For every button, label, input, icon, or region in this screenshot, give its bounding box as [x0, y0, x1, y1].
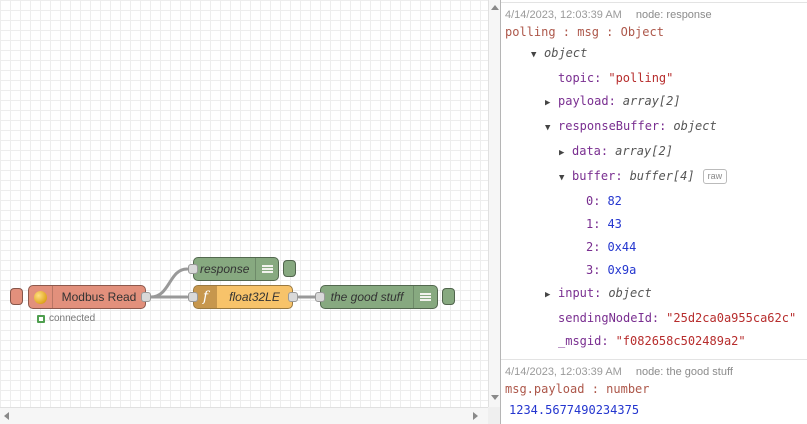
input-port[interactable]: [188, 292, 198, 302]
debug-sidebar[interactable]: 4/14/2023, 12:03:39 AM node: response pol…: [500, 0, 807, 424]
debug-message: 4/14/2023, 12:03:39 AM node: response pol…: [501, 2, 807, 360]
expand-caret[interactable]: ▶: [545, 98, 551, 108]
value-number: 1234.5677490234375: [509, 403, 640, 417]
debug-list-icon: [414, 286, 437, 308]
node-label: response: [200, 262, 250, 276]
output-port[interactable]: [141, 292, 151, 302]
horizontal-scrollbar[interactable]: [0, 407, 488, 424]
node-label: the good stuff: [330, 290, 404, 304]
node-button[interactable]: [10, 288, 23, 305]
debug-tree-row: topic: "polling": [505, 67, 803, 90]
debug-source-node: node: response: [635, 9, 712, 21]
input-port[interactable]: [315, 292, 325, 302]
value-type: array[2]: [622, 94, 681, 108]
status-text: connected: [49, 313, 96, 324]
node-debug-response[interactable]: response: [188, 257, 296, 281]
expand-caret[interactable]: ▼: [545, 123, 551, 133]
value-string: "polling": [608, 71, 674, 85]
scroll-down-icon[interactable]: [491, 395, 499, 400]
object-key: buffer:: [572, 169, 623, 183]
status-dot-icon: [37, 314, 45, 323]
debug-tree-row: ▼ buffer: buffer[4] raw: [505, 165, 803, 190]
value-type: object: [673, 119, 717, 133]
vertical-scrollbar[interactable]: [488, 0, 500, 407]
debug-tree-row: 1234.5677490234375: [505, 399, 803, 422]
object-key: payload:: [558, 94, 616, 108]
wire-layer: [149, 267, 317, 299]
debug-msg-tree: ▼ object topic: "polling" ▶ payload: array[2] ▼…: [505, 42, 803, 353]
value-string: "f082658c502489a2": [615, 334, 746, 348]
debug-timestamp: 4/14/2023, 12:03:39 AM: [505, 366, 622, 378]
debug-source-node: node: the good stuff: [635, 366, 733, 378]
object-key: _msgid:: [558, 334, 609, 348]
value-type: object: [544, 46, 588, 60]
node-icon-divider: [255, 258, 257, 280]
debug-msg-tree: 1234.5677490234375: [505, 399, 803, 422]
input-port[interactable]: [188, 264, 198, 274]
debug-tree-row: ▶ input: object: [505, 282, 803, 307]
object-key: 2:: [586, 240, 601, 254]
value-string: "25d2ca0a955ca62c": [666, 311, 797, 325]
raw-toggle-button[interactable]: raw: [702, 169, 728, 184]
node-icon-divider: [52, 286, 53, 308]
object-key: topic:: [558, 71, 602, 85]
value-number: 82: [607, 194, 622, 208]
debug-msg-path: msg.payload : number: [505, 382, 650, 396]
debug-tree-row: 3: 0x9a: [505, 259, 803, 282]
object-key: sendingNodeId:: [558, 311, 660, 325]
object-key: 3:: [586, 263, 601, 277]
flow-canvas[interactable]: Modbus Read connected response f float3: [0, 0, 488, 407]
expand-caret[interactable]: ▶: [559, 148, 565, 158]
debug-tree-row: 0: 82: [505, 190, 803, 213]
object-key: data:: [572, 144, 609, 158]
debug-message-meta: 4/14/2023, 12:03:39 AM node: response: [505, 7, 803, 23]
node-debug-good-stuff[interactable]: the good stuff: [315, 285, 455, 309]
debug-toggle-button[interactable]: [283, 260, 296, 277]
debug-tree-row: ▼ responseBuffer: object: [505, 115, 803, 140]
debug-tree-row: _msgid: "f082658c502489a2": [505, 330, 803, 353]
object-key: input:: [558, 286, 602, 300]
node-status: connected: [37, 313, 95, 324]
debug-toggle-button[interactable]: [442, 288, 455, 305]
value-number: 0x9a: [607, 263, 637, 277]
node-icon-divider: [413, 286, 414, 308]
debug-tree-row: sendingNodeId: "25d2ca0a955ca62c": [505, 307, 803, 330]
value-number: 43: [607, 217, 622, 231]
node-label: float32LE: [229, 290, 280, 304]
value-type: array[2]: [615, 144, 673, 158]
scrollbar-corner: [488, 407, 500, 424]
expand-caret[interactable]: ▼: [559, 173, 565, 183]
node-label: Modbus Read: [61, 290, 137, 304]
debug-timestamp: 4/14/2023, 12:03:39 AM: [505, 9, 622, 21]
debug-tree-row: 1: 43: [505, 213, 803, 236]
value-type: object: [608, 286, 652, 300]
debug-list-icon: [256, 258, 278, 280]
debug-message: 4/14/2023, 12:03:39 AM node: the good stu…: [501, 360, 807, 424]
value-number: 0x44: [607, 240, 637, 254]
debug-tree-row: ▶ payload: array[2]: [505, 90, 803, 115]
debug-tree-row: ▶ data: array[2]: [505, 140, 803, 165]
node-function-float32le[interactable]: f float32LE: [188, 285, 298, 309]
modbus-icon: [29, 286, 52, 308]
node-modbus-read[interactable]: Modbus Read connected: [10, 285, 151, 324]
expand-caret[interactable]: ▶: [545, 290, 551, 300]
object-key: responseBuffer:: [558, 119, 667, 133]
wire-modbus-to-response[interactable]: [149, 267, 189, 299]
debug-tree-row: 2: 0x44: [505, 236, 803, 259]
debug-message-meta: 4/14/2023, 12:03:39 AM node: the good stu…: [505, 364, 803, 380]
object-key: 0:: [586, 194, 601, 208]
output-port[interactable]: [288, 292, 298, 302]
flow-workspace: Modbus Read connected response f float3: [0, 0, 500, 424]
debug-tree-row: ▼ object: [505, 42, 803, 67]
value-type: buffer[4]: [629, 169, 695, 183]
object-key: 1:: [586, 217, 601, 231]
debug-msg-path: polling : msg : Object: [505, 25, 664, 39]
expand-caret[interactable]: ▼: [531, 50, 537, 60]
function-icon: f: [194, 286, 217, 308]
scroll-left-icon[interactable]: [4, 412, 9, 420]
scroll-right-icon[interactable]: [473, 412, 478, 420]
scroll-up-icon[interactable]: [491, 5, 499, 10]
